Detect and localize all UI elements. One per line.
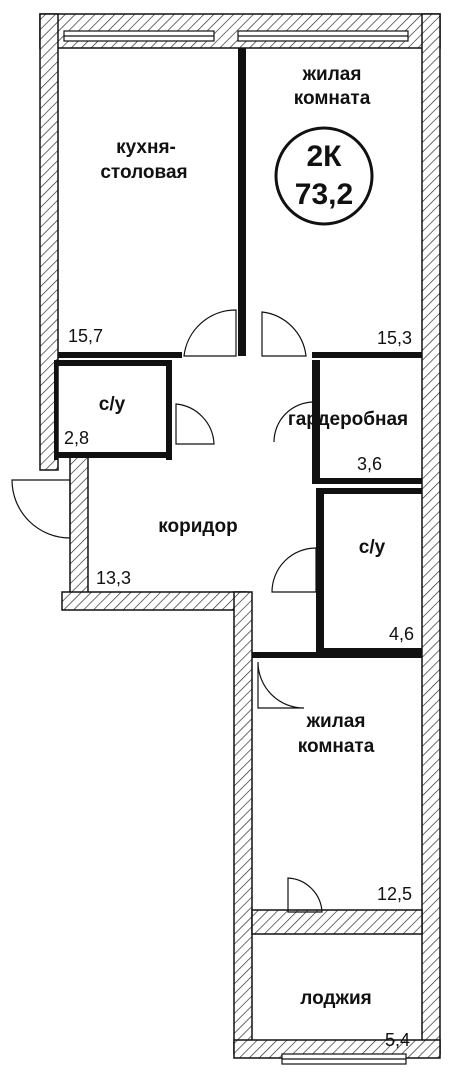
room-corridor-name: коридор: [158, 516, 237, 537]
room-bath2-area: 4,6: [389, 624, 414, 644]
room-kitchen-area: 15,7: [68, 326, 103, 346]
room-living1-name-1: жилая: [302, 64, 362, 85]
room-loggia-area: 5,4: [385, 1030, 410, 1050]
room-loggia-name: лоджия: [300, 988, 371, 1009]
badge-circle: [274, 126, 374, 226]
windows: [63, 30, 409, 1065]
badge-total-area: 73,2: [295, 178, 353, 211]
room-wardrobe-area: 3,6: [357, 454, 382, 474]
room-bath2-name: с/у: [359, 537, 386, 558]
room-kitchen-name-1: кухня-: [116, 137, 176, 158]
room-living2-name-2: комната: [298, 736, 375, 757]
room-living2-name-1: жилая: [306, 711, 366, 732]
room-wardrobe-name: гардеробная: [288, 409, 408, 430]
area-badge: 2К 73,2: [274, 126, 374, 226]
wall-corridor-bottom: [61, 591, 247, 611]
wall-right: [421, 13, 441, 1055]
door-swings: [11, 309, 323, 913]
room-living1-name-2: комната: [294, 88, 371, 109]
wall-left-lower: [69, 454, 89, 596]
wall-left-upper: [39, 13, 59, 471]
room-kitchen-name-2: столовая: [100, 162, 187, 183]
wall-loggia-top: [251, 909, 423, 935]
room-living1-area: 15,3: [377, 328, 412, 348]
wall-living2-left: [233, 591, 253, 1055]
room-labels: кухня- столовая 15,7 жилая комната 15,3 …: [64, 64, 414, 1050]
room-bath1-area: 2,8: [64, 428, 89, 448]
room-living2-area: 12,5: [377, 884, 412, 904]
room-bath1-name: с/у: [99, 394, 126, 415]
room-corridor-area: 13,3: [96, 568, 131, 588]
interior-walls: [54, 48, 422, 658]
exterior-walls: [39, 13, 441, 1059]
badge-type: 2К: [307, 140, 343, 173]
